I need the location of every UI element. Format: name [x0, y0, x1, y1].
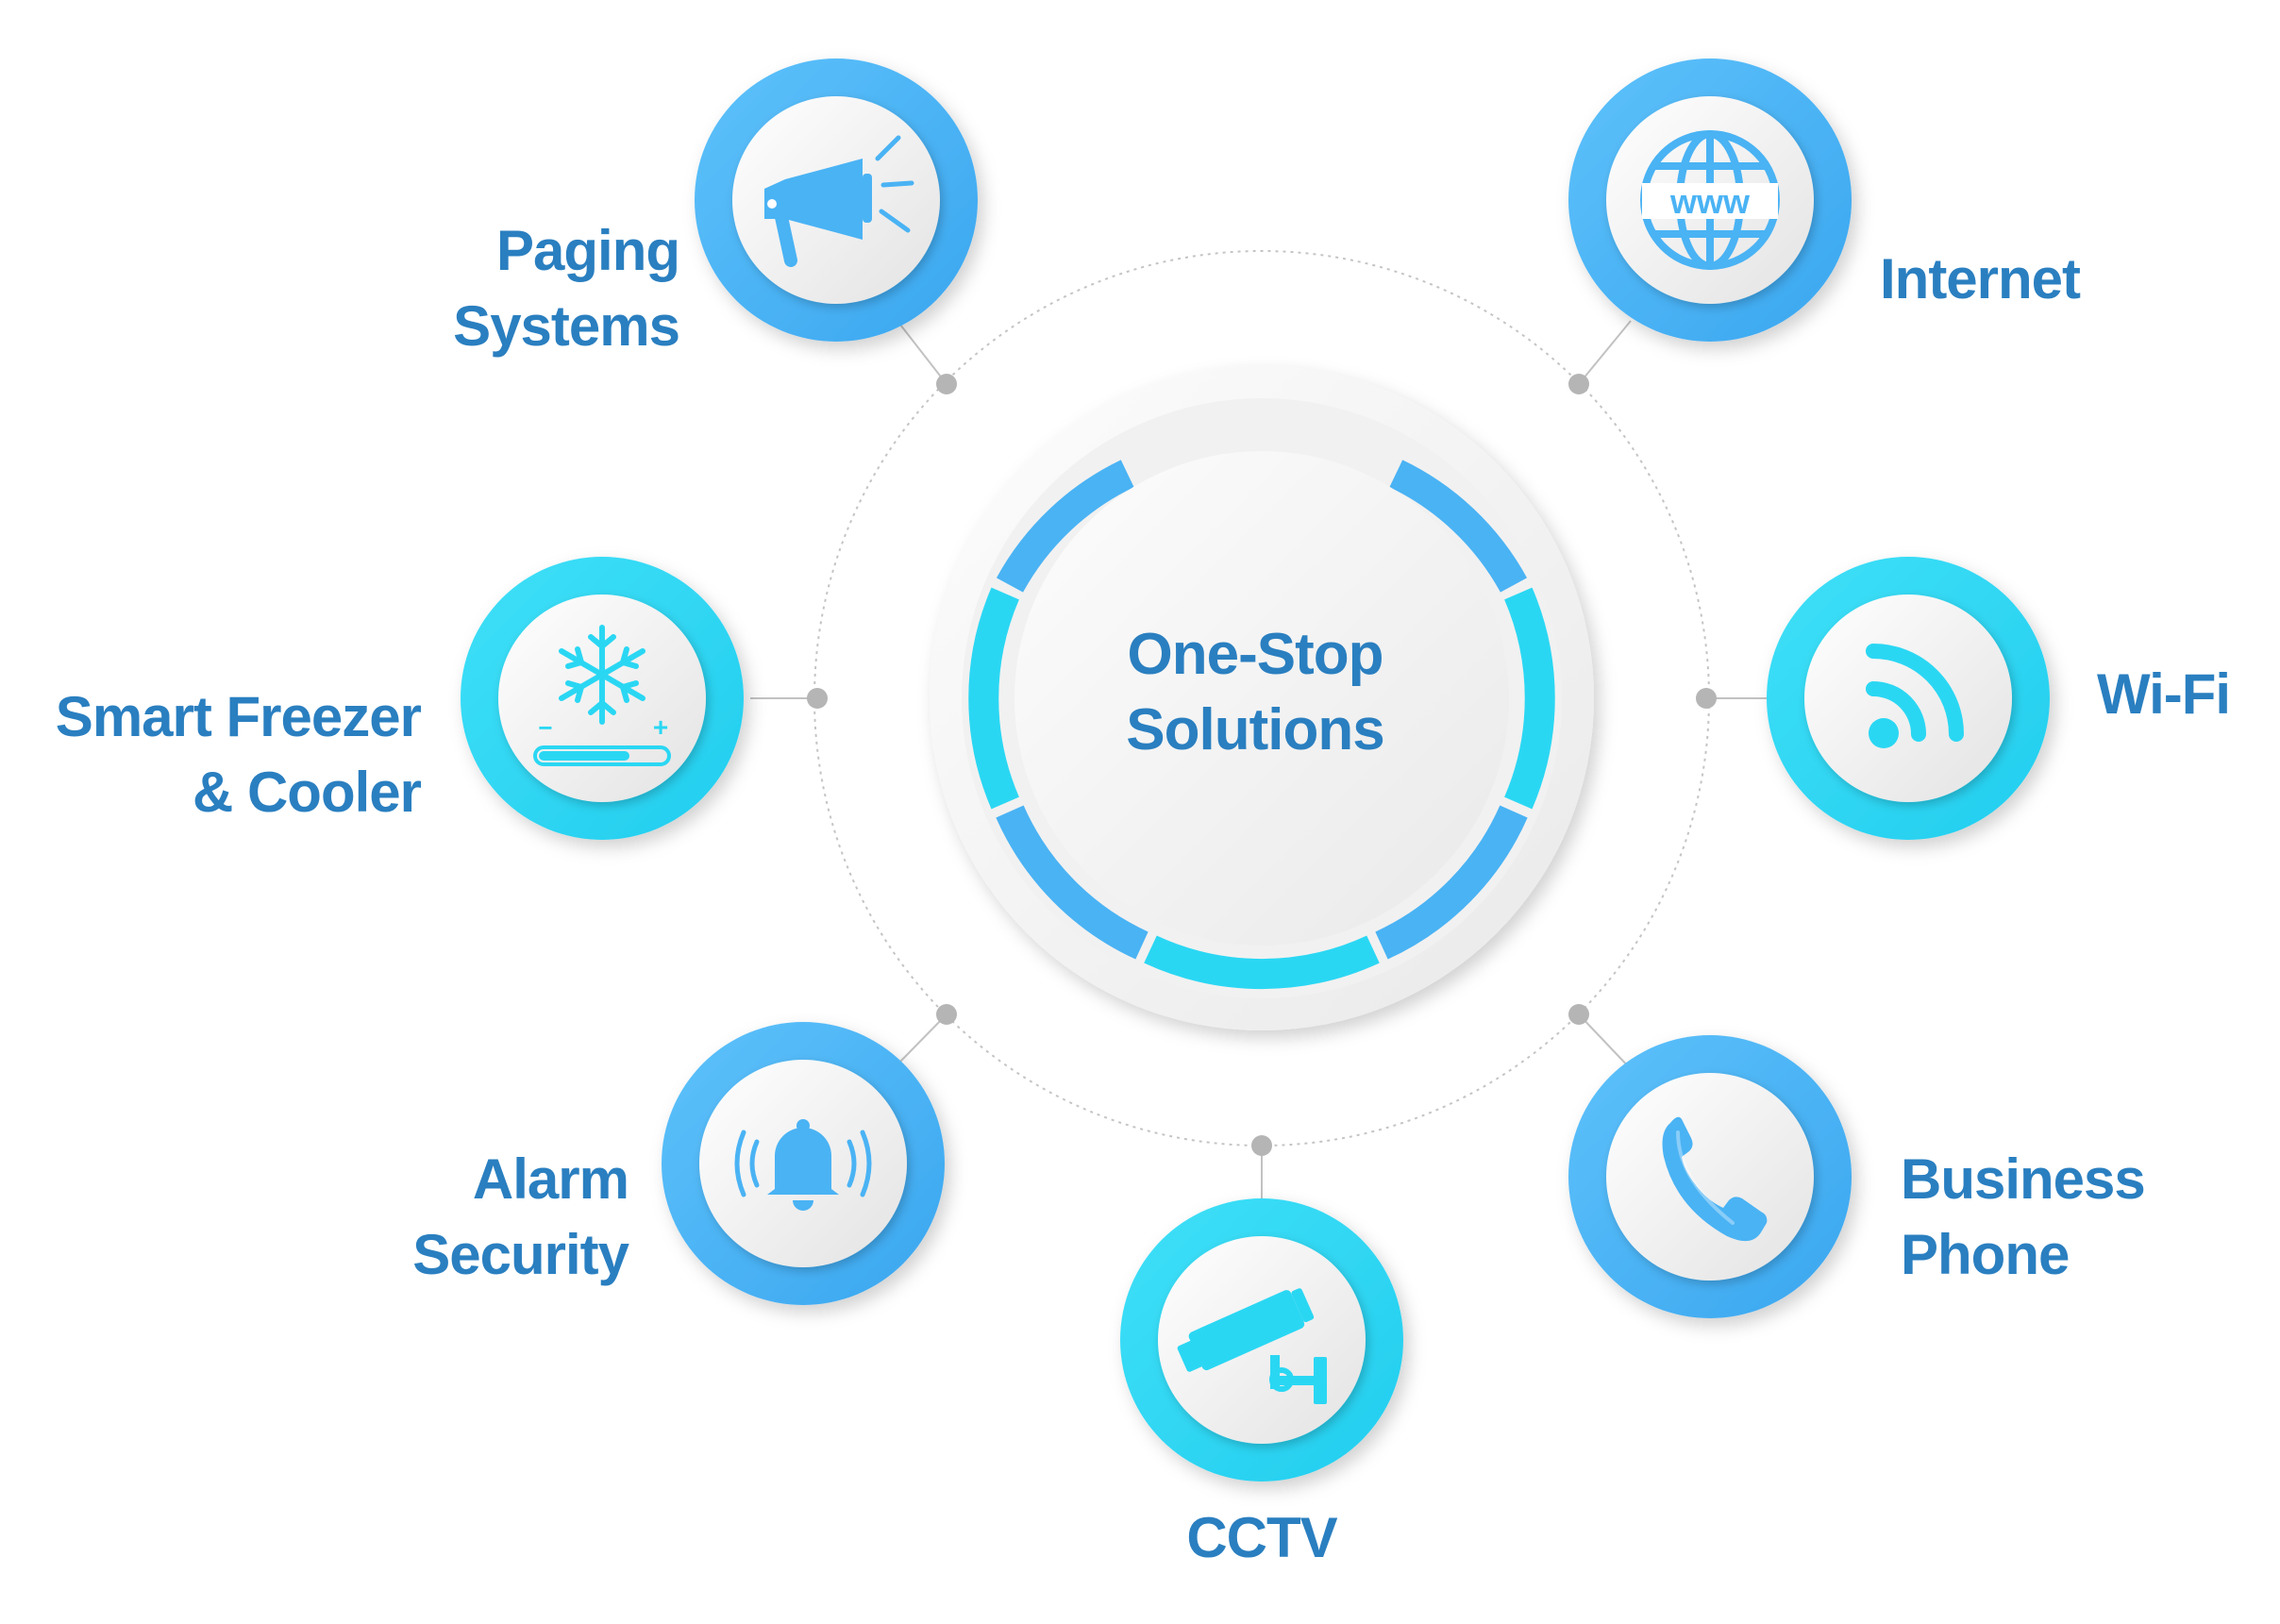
label-cctv-line1: CCTV: [1186, 1506, 1337, 1569]
label-phone-line2: Phone: [1901, 1223, 2070, 1286]
megaphone-icon: [764, 135, 914, 267]
label-paging-systems: Paging Systems: [396, 213, 680, 364]
label-alarm-security: Alarm Security: [359, 1142, 629, 1293]
node-paging-systems: [695, 59, 978, 342]
label-freezer-line2: & Cooler: [192, 761, 422, 824]
label-paging-line2: Systems: [453, 294, 680, 358]
center-title-line2: Solutions: [1126, 697, 1384, 762]
center-title: One-Stop Solutions: [1066, 617, 1444, 768]
label-cctv: CCTV: [1120, 1500, 1403, 1576]
minus-glyph: −: [538, 713, 552, 742]
www-glyph: www: [1669, 182, 1751, 221]
center-title-line1: One-Stop: [1127, 622, 1384, 687]
label-business-phone: Business Phone: [1901, 1142, 2203, 1293]
phone-icon: [1662, 1116, 1768, 1242]
snowflake-icon: [559, 625, 645, 725]
label-alarm-line2: Security: [412, 1223, 629, 1286]
cctv-camera-icon: [1177, 1288, 1327, 1404]
label-internet: Internet: [1880, 242, 2163, 317]
bell-icon: [734, 1119, 872, 1211]
label-freezer-line1: Smart Freezer: [55, 685, 422, 748]
node-cctv: [1120, 1198, 1403, 1482]
center-hub: [930, 366, 1594, 1030]
connector-lines: [750, 320, 1772, 1203]
label-smart-freezer: Smart Freezer & Cooler: [38, 679, 422, 830]
node-alarm-security: [662, 1022, 945, 1305]
label-alarm-line1: Alarm: [472, 1147, 629, 1211]
globe-www-icon: [1640, 130, 1780, 270]
node-business-phone: [1568, 1035, 1852, 1318]
node-smart-freezer: − +: [461, 557, 744, 840]
temperature-bar-icon: [533, 745, 671, 766]
node-internet: www: [1568, 59, 1852, 342]
node-wifi: [1767, 557, 2050, 840]
label-wifi-line1: Wi-Fi: [2097, 662, 2231, 726]
center-ring-segments: [968, 460, 1555, 990]
connector-dots: [807, 374, 1717, 1156]
wifi-icon: [1866, 644, 1964, 748]
label-paging-line1: Paging: [495, 219, 680, 282]
label-phone-line1: Business: [1901, 1147, 2146, 1211]
label-internet-line1: Internet: [1880, 247, 2081, 310]
label-wifi: Wi-Fi: [2097, 657, 2267, 732]
plus-glyph: +: [653, 712, 668, 742]
